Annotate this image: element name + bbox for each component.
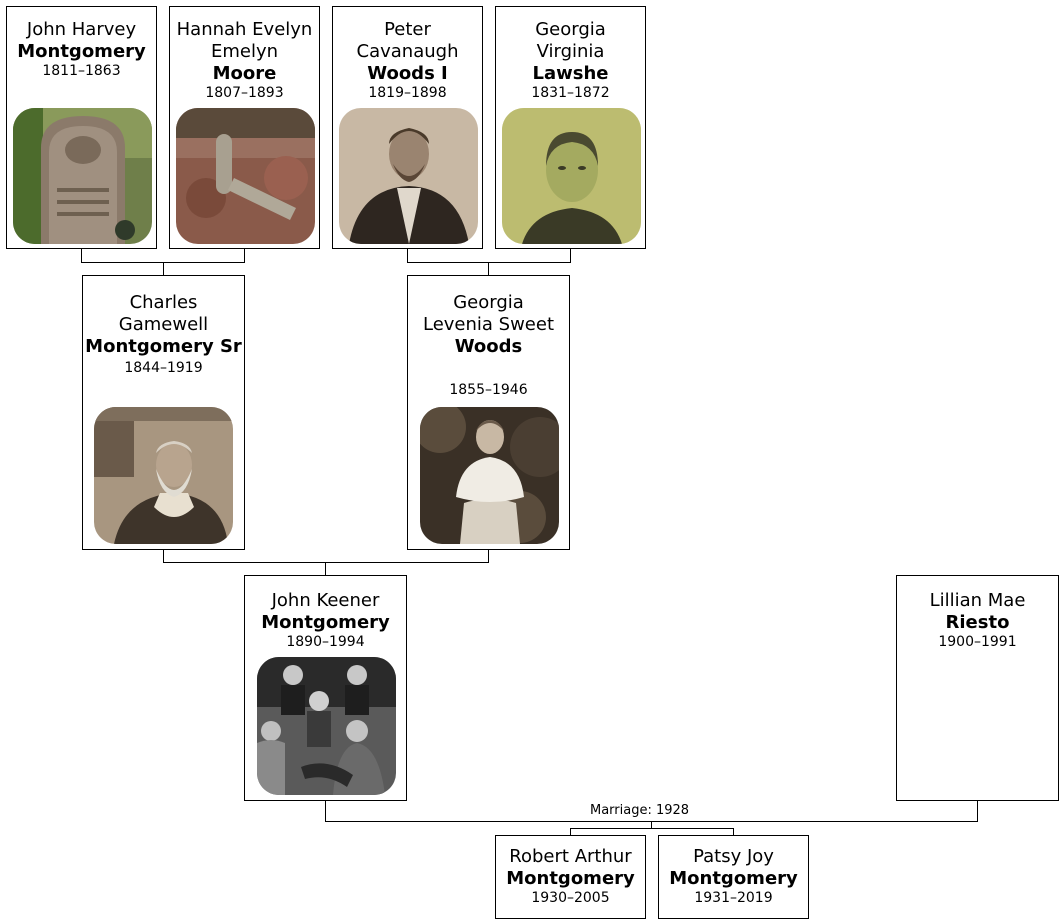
group-photo (257, 657, 396, 795)
life-dates: 1855–1946 (449, 382, 528, 398)
marriage-label: Marriage: 1928 (588, 803, 692, 818)
surname: Woods I (367, 63, 448, 84)
person-card[interactable]: Georgia Levenia Sweet Woods 1855–1946 (407, 275, 570, 550)
person-card[interactable]: Georgia Virginia Lawshe 1831–1872 (495, 6, 646, 249)
surname: Riesto (945, 612, 1010, 633)
life-dates: 1807–1893 (205, 85, 284, 101)
given-name: Patsy Joy (693, 846, 774, 867)
given-name: Hannah Evelyn Emelyn (176, 19, 313, 62)
surname: Lawshe (532, 63, 609, 84)
surname: Montgomery Sr (85, 336, 242, 357)
given-name: Charles Gamewell (118, 292, 209, 335)
given-name: Georgia Virginia (535, 19, 606, 62)
person-card[interactable]: John Keener Montgomery 1890–1994 (244, 575, 407, 801)
person-card[interactable]: Lillian Mae Riesto 1900–1991 (896, 575, 1059, 801)
given-name: Robert Arthur (509, 846, 632, 867)
person-card[interactable]: Peter Cavanaugh Woods I 1819–1898 (332, 6, 483, 249)
person-card[interactable]: John Harvey Montgomery 1811–1863 (6, 6, 157, 249)
given-name: Peter Cavanaugh (356, 19, 459, 62)
given-name: Lillian Mae (929, 590, 1026, 611)
person-card[interactable]: Hannah Evelyn Emelyn Moore 1807–1893 (169, 6, 320, 249)
person-card[interactable]: Charles Gamewell Montgomery Sr 1844–1919 (82, 275, 245, 550)
surname: Montgomery (17, 41, 146, 62)
given-name: Georgia Levenia Sweet (422, 292, 555, 335)
life-dates: 1811–1863 (42, 63, 121, 79)
life-dates: 1930–2005 (531, 890, 610, 906)
life-dates: 1890–1994 (286, 634, 365, 650)
life-dates: 1831–1872 (531, 85, 610, 101)
gravesite-photo (176, 108, 315, 244)
given-name: John Keener (271, 590, 380, 611)
person-card[interactable]: Patsy Joy Montgomery 1931–2019 (658, 835, 809, 919)
life-dates: 1844–1919 (124, 360, 203, 376)
surname: Montgomery (669, 868, 798, 889)
life-dates: 1931–2019 (694, 890, 773, 906)
surname: Montgomery (261, 612, 390, 633)
portrait-photo (94, 407, 233, 544)
portrait-photo (502, 108, 641, 244)
surname: Montgomery (506, 868, 635, 889)
portrait-photo (420, 407, 559, 544)
given-name: John Harvey (26, 19, 137, 40)
life-dates: 1819–1898 (368, 85, 447, 101)
surname: Woods (454, 336, 523, 357)
person-card[interactable]: Robert Arthur Montgomery 1930–2005 (495, 835, 646, 919)
gravestone-photo (13, 108, 152, 244)
life-dates: 1900–1991 (938, 634, 1017, 650)
surname: Moore (212, 63, 277, 84)
portrait-photo (339, 108, 478, 244)
